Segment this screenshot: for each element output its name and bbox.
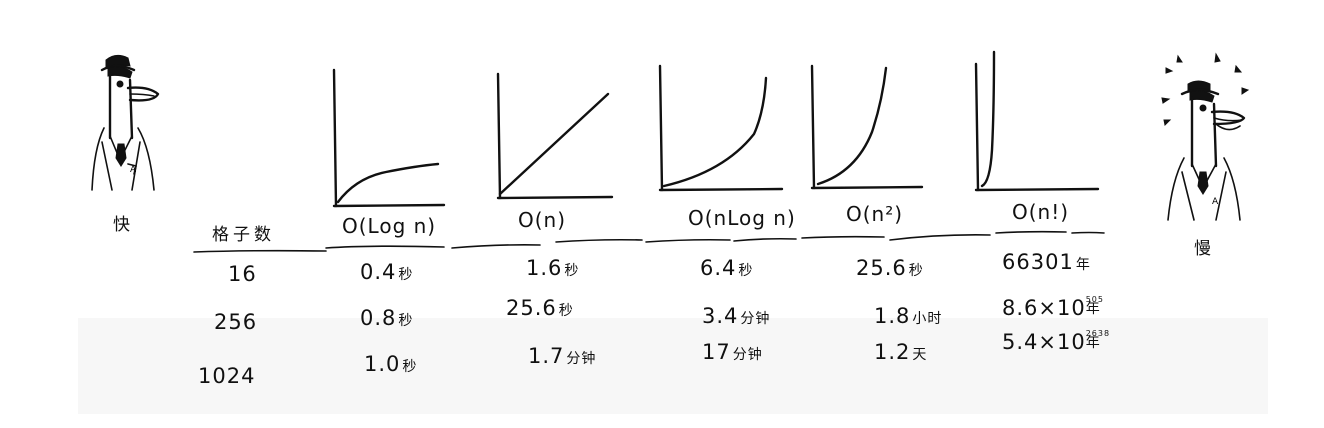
row-1-factorial-unit: 年 <box>1075 257 1091 273</box>
row-2-factorial-unit: 年 <box>1085 301 1101 317</box>
row-3-nlogn-value: 17 <box>702 340 731 364</box>
complexity-graph-linear <box>496 72 614 200</box>
row-2-linear-unit: 秒 <box>558 303 574 319</box>
row-2-quadratic-value: 1.8 <box>874 304 911 328</box>
complexity-graph-nlogn <box>658 64 784 192</box>
grid-count-header: 格子数 <box>212 225 275 245</box>
fast-label: 快 <box>113 215 130 235</box>
row-1-linear-value: 1.6 <box>526 256 563 280</box>
row-2-nlogn-value: 3.4 <box>702 304 739 328</box>
complexity-graph-quadratic <box>810 64 924 190</box>
row-2-factorial-exponent: 505 <box>1085 295 1104 304</box>
row-3-quadratic-unit: 天 <box>912 347 928 363</box>
row-1-quadratic-unit: 秒 <box>908 263 924 279</box>
row-1-factorial-value: 66301 <box>1002 250 1074 274</box>
header-divider <box>193 230 1105 253</box>
svg-text:A: A <box>130 165 137 175</box>
svg-text:A: A <box>1212 197 1219 207</box>
row-1-log-unit: 秒 <box>398 267 414 283</box>
row-2-factorial-value: 8.6×10 <box>1002 296 1086 320</box>
row-2-log-unit: 秒 <box>398 313 414 329</box>
slow-bird-character: A <box>1161 52 1250 221</box>
complexity-graph-factorial <box>974 50 1100 192</box>
row-3-nlogn-unit: 分钟 <box>732 347 763 363</box>
column-header-quadratic: O(n²) <box>846 202 904 226</box>
row-1-log-value: 0.4 <box>360 260 397 284</box>
row-2-nlogn-unit: 分钟 <box>740 311 771 327</box>
row-3-factorial-exponent: 2638 <box>1085 329 1111 338</box>
row-2-quadratic-unit: 小时 <box>912 311 943 327</box>
row-3-quadratic-value: 1.2 <box>874 340 911 364</box>
row-3-factorial-unit: 年 <box>1085 335 1101 351</box>
paper-shade <box>78 318 1268 414</box>
row-1-nlogn-value: 6.4 <box>700 256 737 280</box>
row-2-grid-count: 256 <box>214 310 258 334</box>
column-header-log: O(Log n) <box>342 214 437 238</box>
column-header-nlogn: O(nLog n) <box>688 206 796 230</box>
row-3-linear-value: 1.7 <box>528 344 565 368</box>
row-3-linear-unit: 分钟 <box>566 351 597 367</box>
slow-label: 慢 <box>1194 239 1211 259</box>
column-header-linear: O(n) <box>518 208 567 232</box>
row-1-nlogn-unit: 秒 <box>738 263 754 279</box>
row-3-grid-count: 1024 <box>198 364 256 388</box>
row-1-linear-unit: 秒 <box>564 263 580 279</box>
row-3-factorial-value: 5.4×10 <box>1002 330 1086 354</box>
row-2-log-value: 0.8 <box>360 306 397 330</box>
column-header-factorial: O(n!) <box>1012 200 1070 224</box>
complexity-graph-log <box>332 68 446 208</box>
row-1-quadratic-value: 25.6 <box>856 256 907 280</box>
row-3-log-value: 1.0 <box>364 352 401 376</box>
row-2-linear-value: 25.6 <box>506 296 557 320</box>
row-1-grid-count: 16 <box>228 262 257 286</box>
fast-bird-character: A <box>91 54 160 191</box>
row-3-log-unit: 秒 <box>402 359 418 375</box>
